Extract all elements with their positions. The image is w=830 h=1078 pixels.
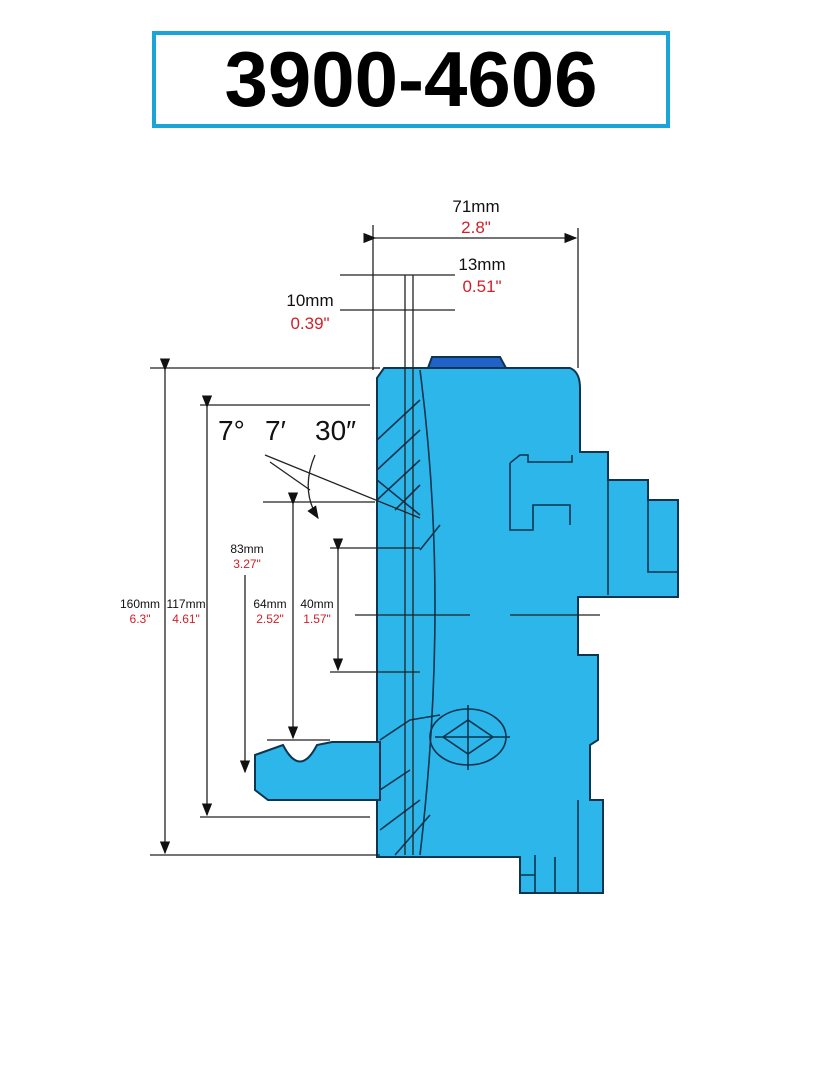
dim-64-in: 2.52" [256,612,284,626]
dim-117-mm: 117mm [166,597,205,611]
dimension-labels: 71mm 2.8" 13mm 0.51" 10mm 0.39" 7° 7′ 30… [120,197,506,626]
dimension-lines [150,225,600,856]
jaw-left [254,741,381,801]
angle-seconds: 30″ [315,415,356,446]
dim-10-in: 0.39" [290,314,329,333]
dim-83-mm: 83mm [230,542,263,556]
dim-71-in: 2.8" [461,218,491,237]
dim-117-in: 4.61" [172,612,200,626]
dim-71-mm: 71mm [452,197,499,216]
dim-10-mm: 10mm [286,291,333,310]
dim-40-in: 1.57" [303,612,331,626]
dim-64-mm: 64mm [253,597,286,611]
dim-160-mm: 160mm [120,597,160,611]
dim-83-in: 3.27" [233,557,261,571]
chuck-details [376,369,678,893]
angle-degrees: 7° [218,415,245,446]
part-number: 3900-4606 [224,35,598,123]
part-number-box: 3900-4606 [152,31,670,128]
dim-13-in: 0.51" [462,277,501,296]
dim-40-mm: 40mm [300,597,333,611]
angle-minutes: 7′ [265,415,286,446]
dim-13-mm: 13mm [458,255,505,274]
dim-160-in: 6.3" [130,612,151,626]
